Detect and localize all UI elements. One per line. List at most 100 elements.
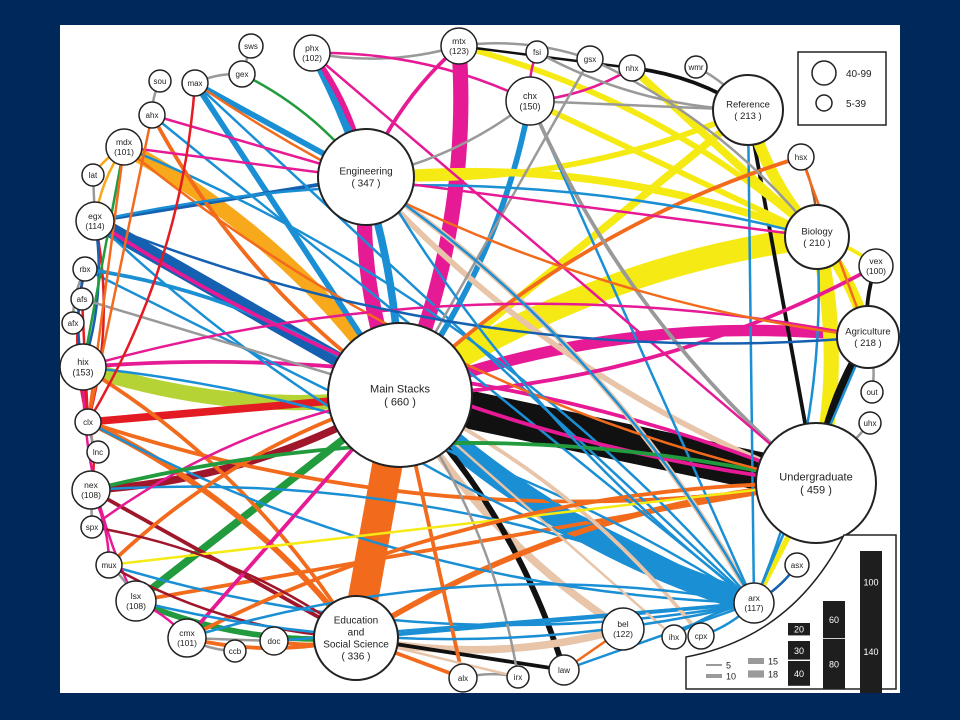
- node-circle-uhx: [858, 411, 882, 435]
- node-label-sws: sws: [244, 42, 258, 51]
- node-label-arx: (117): [744, 603, 763, 613]
- node-circle-engineering: [317, 128, 415, 226]
- edge-biology-egx: [94, 184, 818, 239]
- legend-bar-100: [860, 551, 882, 613]
- node-circle-mux: [95, 551, 123, 579]
- node-bel: bel(122): [601, 607, 645, 651]
- node-label-irx: irx: [514, 673, 522, 682]
- node-label-asx: asx: [791, 561, 803, 570]
- legend-bar-60: [823, 601, 845, 639]
- legend-line-label: 5: [726, 661, 731, 671]
- node-label-max: max: [187, 79, 202, 88]
- edge-phx-chx: [311, 51, 531, 103]
- node-circle-biology: [784, 204, 850, 270]
- legend-circle-small-label: 5-39: [846, 99, 866, 110]
- node-label-education: Social Science: [323, 640, 389, 651]
- node-phx: phx(102): [293, 34, 331, 72]
- node-spx: spx: [80, 515, 104, 539]
- node-circle-lnc: [86, 440, 110, 464]
- node-label-afs: afs: [77, 295, 88, 304]
- node-label-education: ( 336 ): [342, 652, 371, 663]
- legend-bar-30: [788, 641, 810, 660]
- edge-undergrad-engineering: [363, 175, 818, 486]
- edge-max-clx: [86, 82, 197, 423]
- node-label-mtx: mtx: [452, 36, 466, 46]
- node-label-cpx: cpx: [695, 632, 707, 641]
- node-circle-law: [548, 654, 580, 686]
- node-circle-clx: [74, 408, 102, 436]
- node-label-engineering: Engineering: [339, 167, 392, 178]
- node-circle-cpx: [687, 622, 715, 650]
- node-lnc: lnc: [86, 440, 110, 464]
- node-mdx: mdx(101): [105, 128, 143, 166]
- node-lsx: lsx(108): [115, 580, 157, 622]
- node-law: law: [548, 654, 580, 686]
- node-circle-agriculture: [836, 305, 900, 369]
- node-circle-afx: [61, 311, 85, 335]
- node-circle-mdx: [105, 128, 143, 166]
- node-label-ccb: ccb: [229, 647, 242, 656]
- node-biology: Biology( 210 ): [784, 204, 850, 270]
- node-label-mdx: (101): [114, 147, 134, 157]
- node-circle-doc: [259, 626, 289, 656]
- node-label-bel: (122): [613, 629, 633, 639]
- node-label-phx: phx: [305, 43, 319, 53]
- node-label-out: out: [866, 388, 878, 397]
- node-circle-gsx: [576, 45, 604, 73]
- node-circle-spx: [80, 515, 104, 539]
- node-label-spx: spx: [86, 523, 98, 532]
- node-hsx: hsx: [787, 143, 815, 171]
- node-circle-ccb: [223, 639, 247, 663]
- node-label-afx: afx: [68, 319, 79, 328]
- node-mux: mux: [95, 551, 123, 579]
- node-label-biology: ( 210 ): [803, 238, 830, 249]
- node-label-undergrad: ( 459 ): [800, 484, 832, 496]
- node-label-phx: (102): [302, 53, 322, 63]
- node-label-hix: hix: [77, 357, 89, 367]
- node-label-agriculture: ( 218 ): [854, 338, 881, 349]
- node-label-clx: clx: [83, 418, 93, 427]
- node-label-doc: doc: [268, 637, 281, 646]
- node-nex: nex(108): [71, 470, 111, 510]
- legend-node-size: 40-99 5-39: [797, 51, 887, 126]
- node-label-biology: Biology: [801, 227, 832, 238]
- edge-arx-law: [563, 601, 755, 672]
- node-label-lnc: lnc: [93, 448, 103, 457]
- node-circle-max: [181, 69, 209, 97]
- node-label-mux: mux: [101, 561, 116, 570]
- edge-hix-mdx: [81, 146, 126, 368]
- node-label-arx: arx: [748, 593, 761, 603]
- node-out: out: [860, 380, 884, 404]
- legend-line-sample: [748, 658, 764, 664]
- edge-biology-chx: [528, 98, 819, 240]
- legend-bar-40: [788, 661, 810, 686]
- node-label-sou: sou: [154, 77, 167, 86]
- node-circle-undergrad: [755, 422, 877, 544]
- node-circle-education: [313, 595, 399, 681]
- node-circle-main: [327, 322, 473, 468]
- legend-line-label: 15: [768, 657, 778, 667]
- node-ccb: ccb: [223, 639, 247, 663]
- node-ahx: ahx: [138, 101, 166, 129]
- legend-bar-label: 40: [794, 669, 804, 679]
- node-circle-rbx: [72, 256, 98, 282]
- node-label-bel: bel: [617, 619, 628, 629]
- legend-bar-label: 80: [829, 659, 839, 669]
- node-gex: gex: [228, 60, 256, 88]
- node-circle-arx: [733, 582, 775, 624]
- edge-arx-max: [194, 82, 755, 604]
- legend-line-label: 18: [768, 670, 778, 680]
- node-label-nex: (108): [81, 490, 101, 500]
- node-egx: egx(114): [75, 201, 115, 241]
- node-max: max: [181, 69, 209, 97]
- node-circle-chx: [505, 76, 555, 126]
- node-circle-cmx: [167, 618, 207, 658]
- node-circle-vex: [858, 248, 894, 284]
- legend-node-size-frame: [797, 51, 887, 126]
- node-fsi: fsi: [525, 40, 549, 64]
- node-rbx: rbx: [72, 256, 98, 282]
- node-circle-sws: [238, 33, 264, 59]
- node-label-hix: (153): [72, 368, 93, 378]
- node-cpx: cpx: [687, 622, 715, 650]
